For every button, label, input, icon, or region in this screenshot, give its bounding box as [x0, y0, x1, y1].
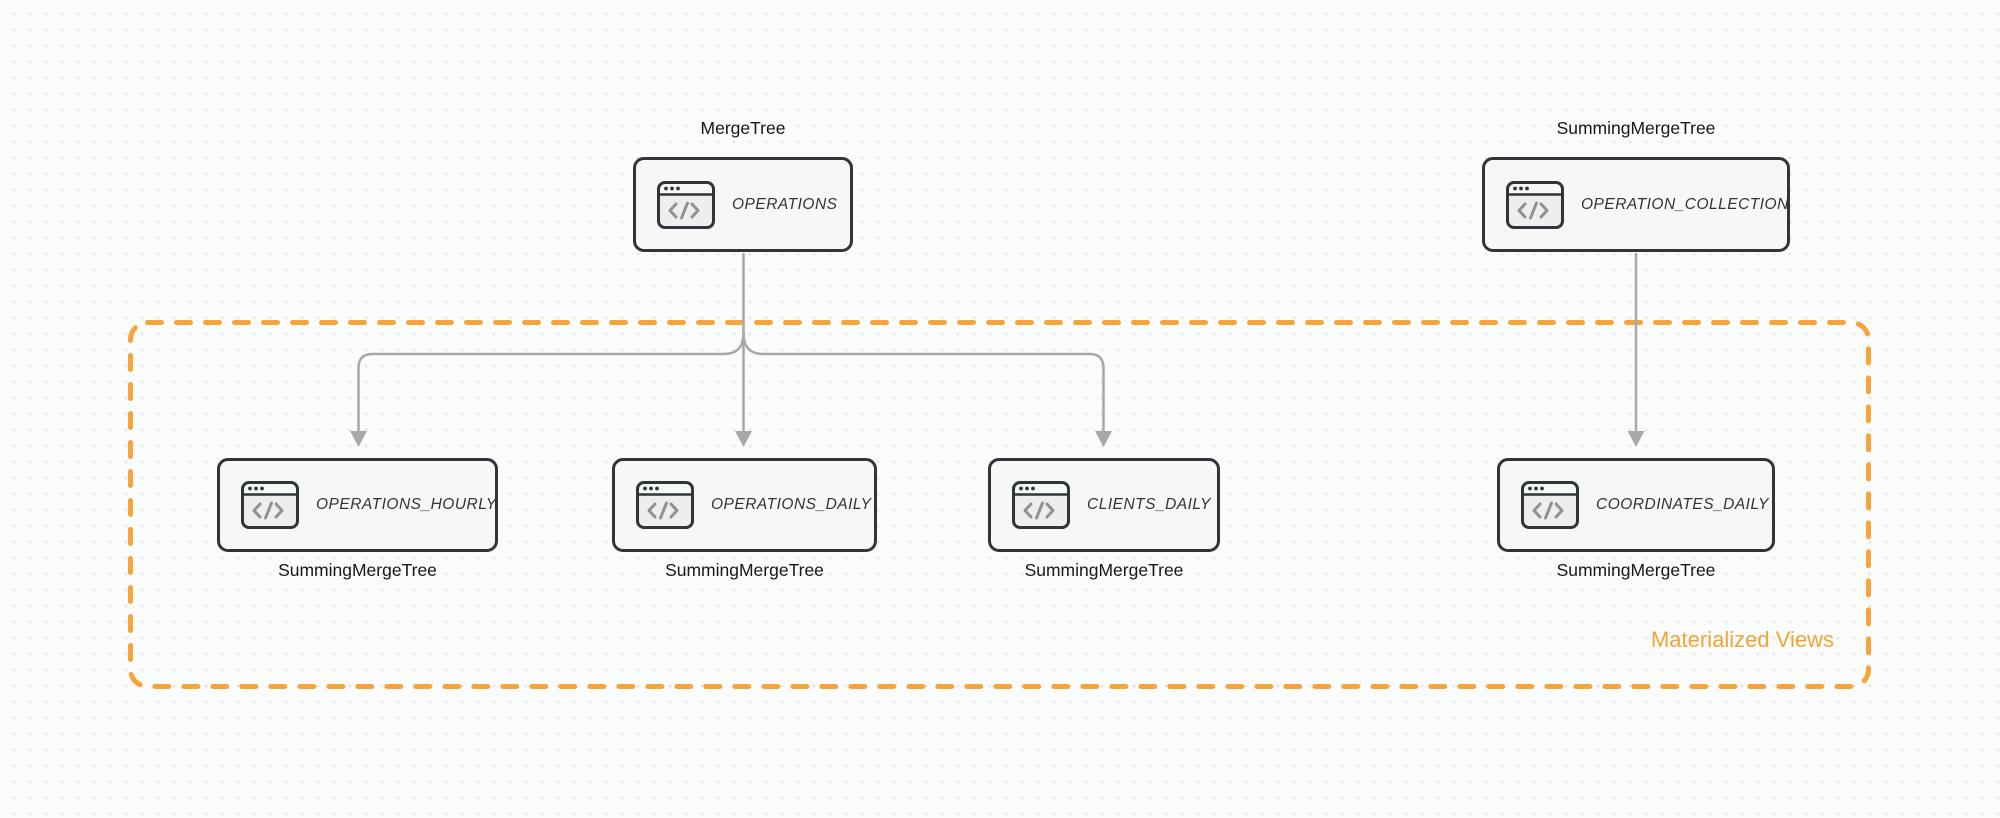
code-window-icon — [1012, 481, 1070, 529]
node-operations-daily[interactable]: OPERATIONS_DAILY — [612, 458, 877, 552]
node-title: COORDINATES_DAILY — [1596, 496, 1770, 513]
node-title: CLIENTS_DAILY — [1087, 496, 1211, 513]
arrowhead-icon — [735, 431, 752, 447]
node-operation-collection[interactable]: OPERATION_COLLECTION — [1482, 157, 1790, 252]
arrowhead-icon — [1627, 431, 1645, 447]
code-window-icon — [241, 481, 299, 529]
engine-label-coordinates-daily: SummingMergeTree — [1556, 560, 1716, 580]
engine-label-operation-collection: SummingMergeTree — [1556, 118, 1716, 138]
node-operations-hourly[interactable]: OPERATIONS_HOURLY — [217, 458, 498, 552]
node-title: OPERATIONS_DAILY — [711, 496, 872, 513]
node-title: OPERATIONS — [732, 195, 838, 213]
edge-operations-to-operations-hourly — [357, 332, 745, 432]
engine-label-operations-daily: SummingMergeTree — [665, 560, 824, 580]
code-window-icon — [1521, 481, 1579, 529]
engine-label-operations-hourly: SummingMergeTree — [278, 560, 437, 580]
code-window-icon — [636, 481, 694, 529]
node-operations[interactable]: OPERATIONS — [633, 157, 853, 252]
engine-label-clients-daily: SummingMergeTree — [1024, 560, 1184, 580]
node-title: OPERATIONS_HOURLY — [316, 496, 497, 513]
arrowhead-icon — [1095, 431, 1112, 447]
code-window-icon — [657, 180, 715, 229]
node-clients-daily[interactable]: CLIENTS_DAILY — [988, 458, 1220, 552]
arrowhead-icon — [350, 431, 367, 447]
node-title: OPERATION_COLLECTION — [1581, 195, 1789, 213]
code-window-icon — [1506, 180, 1564, 229]
engine-label-operations: MergeTree — [700, 118, 786, 138]
materialized-views-group-label: Materialized Views — [1650, 627, 1834, 652]
edge-operations-to-clients-daily — [742, 332, 1105, 432]
node-coordinates-daily[interactable]: COORDINATES_DAILY — [1497, 458, 1775, 552]
